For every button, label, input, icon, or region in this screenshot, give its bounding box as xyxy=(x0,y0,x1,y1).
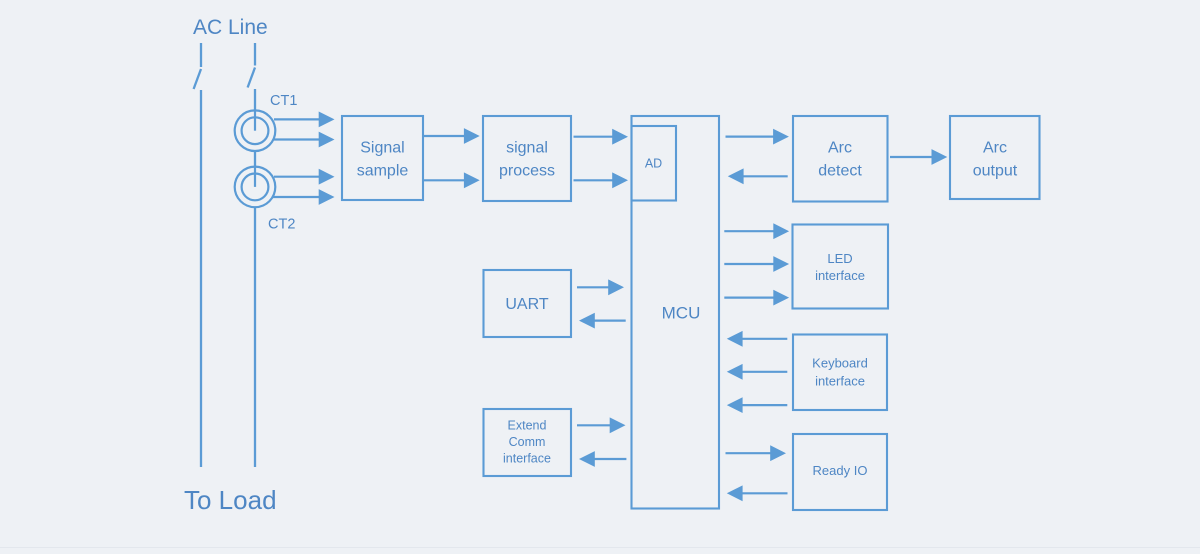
svg-text:CT1: CT1 xyxy=(270,93,297,109)
svg-text:interface: interface xyxy=(503,452,551,466)
svg-text:process: process xyxy=(499,163,555,180)
svg-text:interface: interface xyxy=(815,374,865,389)
svg-text:Arc: Arc xyxy=(983,140,1007,157)
svg-text:UART: UART xyxy=(505,296,548,313)
svg-text:output: output xyxy=(973,163,1018,180)
svg-text:AC Line: AC Line xyxy=(193,16,268,39)
svg-text:detect: detect xyxy=(818,163,862,180)
svg-text:sample: sample xyxy=(357,163,409,180)
svg-text:Keyboard: Keyboard xyxy=(812,356,868,371)
svg-text:Ready IO: Ready IO xyxy=(813,463,868,478)
svg-text:MCU: MCU xyxy=(662,304,701,323)
svg-text:Comm: Comm xyxy=(509,435,546,449)
svg-text:To Load: To Load xyxy=(184,485,277,515)
svg-text:CT2: CT2 xyxy=(268,217,295,233)
svg-text:Extend: Extend xyxy=(508,419,547,433)
svg-text:signal: signal xyxy=(506,140,548,157)
svg-text:Arc: Arc xyxy=(828,140,852,157)
svg-text:interface: interface xyxy=(815,268,865,283)
svg-text:Signal: Signal xyxy=(360,140,404,157)
svg-text:AD: AD xyxy=(645,157,662,171)
svg-text:LED: LED xyxy=(827,251,852,266)
